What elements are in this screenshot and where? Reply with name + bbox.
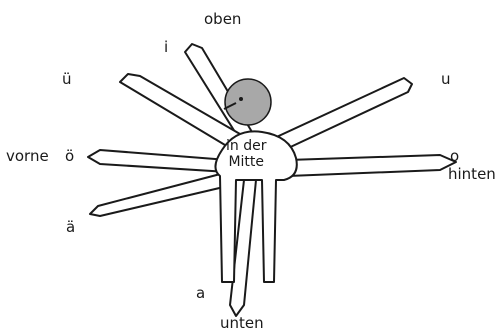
eye-icon <box>239 97 243 101</box>
label-center-line1: in der <box>226 138 266 154</box>
arm-o-umlaut <box>88 150 228 172</box>
label-unten: unten <box>220 316 264 331</box>
label-center-line2: Mitte <box>226 154 266 170</box>
label-oben: oben <box>204 12 241 27</box>
label-i: i <box>164 40 168 55</box>
label-o-umlaut: ö <box>65 149 74 164</box>
arm-u <box>270 78 412 150</box>
label-center: in der Mitte <box>226 138 266 170</box>
face-icon <box>225 79 271 125</box>
label-vorne: vorne <box>6 149 49 164</box>
label-hinten: hinten <box>448 167 496 182</box>
label-a-umlaut: ä <box>66 220 75 235</box>
label-u-umlaut: ü <box>62 72 72 87</box>
label-a: a <box>196 286 205 301</box>
arm-a-umlaut <box>90 172 228 216</box>
label-u: u <box>441 72 451 87</box>
arm-o <box>288 155 456 176</box>
label-o: o <box>450 149 459 164</box>
